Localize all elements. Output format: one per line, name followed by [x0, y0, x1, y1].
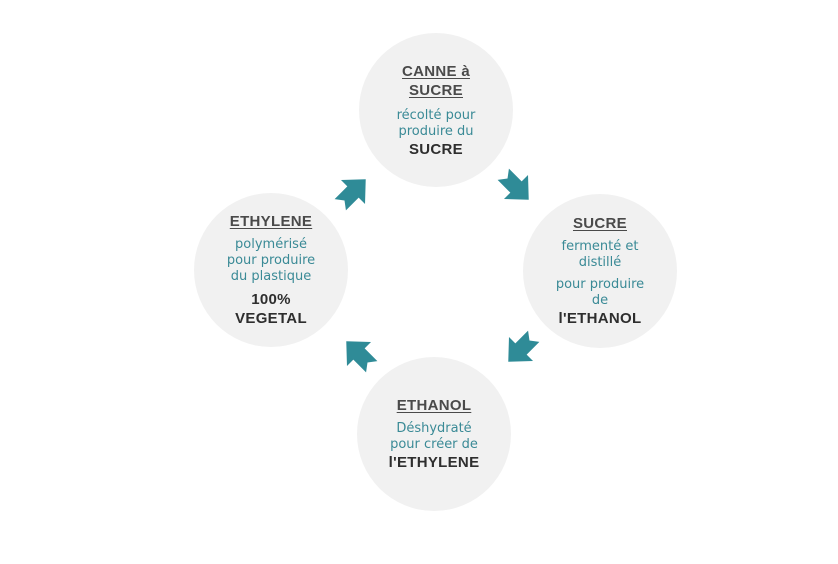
node-sucre-desc-line1: fermenté et [561, 239, 639, 254]
node-canne-title-line1: CANNE à [402, 62, 470, 80]
node-sucre-desc-line3: pour produire [555, 277, 645, 292]
node-canne-desc-line1: récolté pour [396, 107, 476, 123]
node-ethylene-desc-line3: du plastique [230, 269, 312, 284]
arrow-up-left-icon [337, 332, 381, 376]
node-sucre-emph: l'ETHANOL [558, 310, 642, 327]
node-ethylene-desc-line1: polymérisé [235, 237, 307, 252]
node-sucre-desc-line4: de [591, 293, 609, 308]
node-canne-desc-line2: produire du [398, 123, 474, 139]
arrow-up-right-icon [331, 170, 375, 214]
arrow-down-left-icon [499, 327, 543, 371]
node-ethylene-desc-line2: pour produire [226, 253, 316, 268]
node-sucre: SUCRE fermenté et distillé pour produire… [523, 194, 677, 348]
node-ethylene-title: ETHYLENE [229, 213, 313, 230]
node-canne-emph: SUCRE [408, 140, 463, 158]
node-ethanol-desc-line2: pour créer de [390, 437, 478, 452]
arrow-down-right-icon [494, 165, 538, 209]
node-sucre-title: SUCRE [572, 215, 627, 232]
node-ethylene-emph-line1: 100% [251, 291, 291, 308]
node-ethylene: ETHYLENE polymérisé pour produire du pla… [194, 193, 348, 347]
node-ethanol-emph: l'ETHYLENE [388, 454, 480, 471]
node-sucre-desc-line2: distillé [578, 255, 622, 270]
node-canne-a-sucre: CANNE à SUCRE récolté pour produire du S… [359, 33, 513, 187]
node-ethanol-desc-line1: Déshydraté [396, 421, 472, 436]
node-canne-title-line2: SUCRE [408, 81, 463, 99]
node-ethanol-title: ETHANOL [396, 397, 472, 414]
node-ethanol: ETHANOL Déshydraté pour créer de l'ETHYL… [357, 357, 511, 511]
node-ethylene-emph-line2: VEGETAL [235, 310, 307, 327]
